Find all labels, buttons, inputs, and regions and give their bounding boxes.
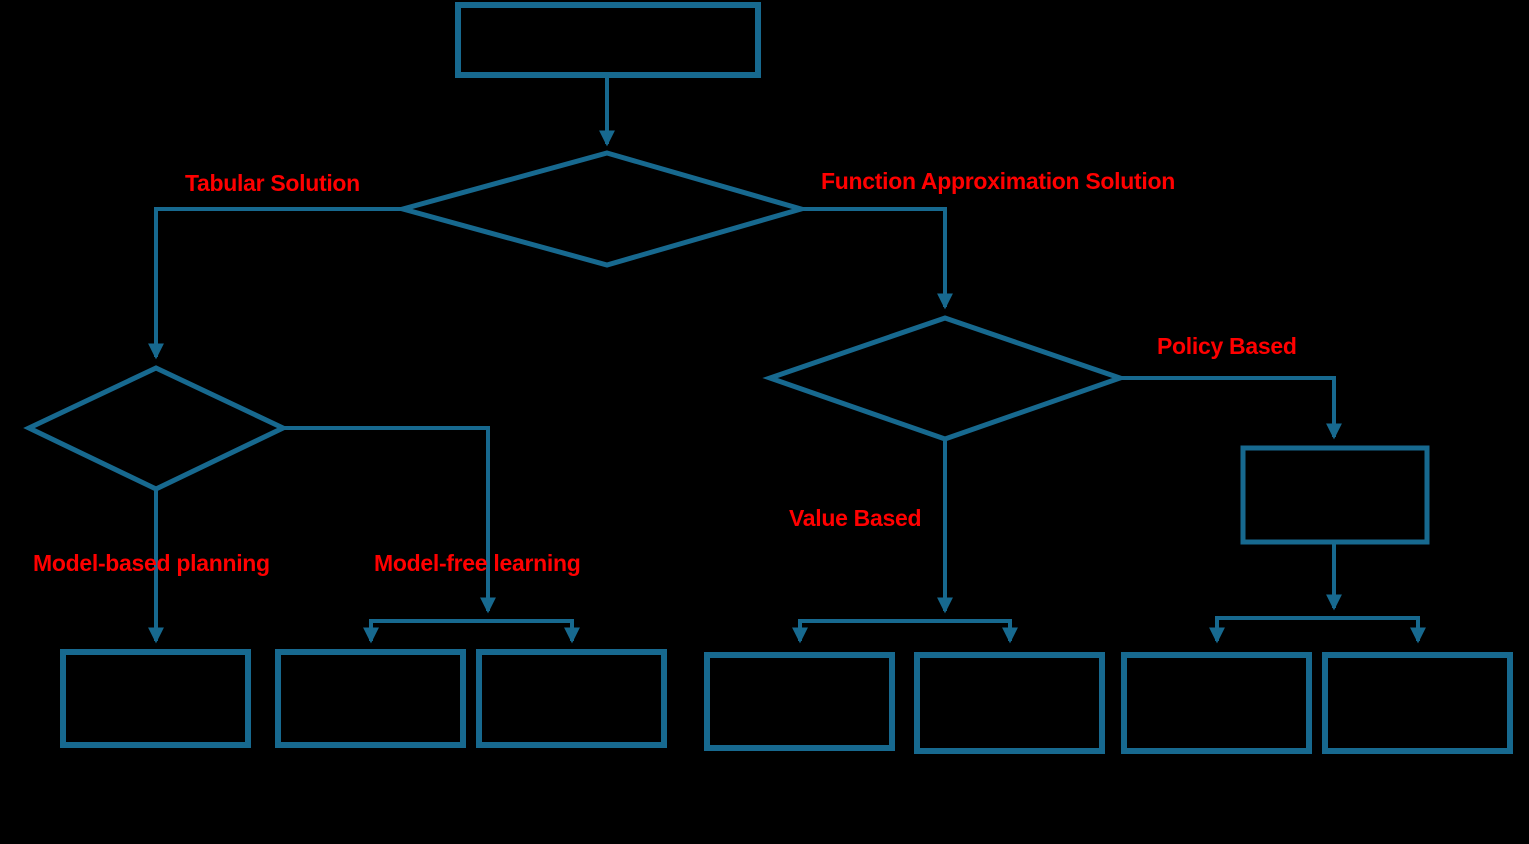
leaf-box-5 bbox=[914, 652, 1105, 754]
leaf-box-1 bbox=[60, 649, 251, 748]
connector-split-to-leaf2 bbox=[363, 619, 488, 644]
label-policy-based: Policy Based bbox=[1157, 333, 1297, 359]
approx-decision-diamond bbox=[762, 315, 1128, 442]
label-model-free-learning: Model-free learning bbox=[374, 550, 581, 576]
connector-split-to-leaf5 bbox=[945, 619, 1018, 644]
connector-split-to-leaf6 bbox=[1209, 616, 1334, 644]
connector-split-to-leaf7 bbox=[1334, 616, 1426, 644]
main-decision-diamond bbox=[393, 150, 811, 268]
label-value-based: Value Based bbox=[789, 505, 922, 531]
leaf-box-6 bbox=[1121, 652, 1312, 754]
leaf-box-7 bbox=[1322, 652, 1513, 754]
label-function-approximation-solution: Function Approximation Solution bbox=[821, 168, 1175, 194]
connector-split-to-leaf4 bbox=[792, 619, 945, 644]
connector-main-to-tabular-decision bbox=[148, 207, 403, 360]
leaf-box-4 bbox=[704, 652, 895, 751]
connector-approx-to-policy-box bbox=[1120, 376, 1342, 440]
leaf-box-2 bbox=[275, 649, 466, 748]
connector-tabular-to-modelfree-split bbox=[283, 426, 496, 614]
policy-box bbox=[1240, 445, 1430, 545]
connector-split-to-leaf3 bbox=[488, 619, 580, 644]
start-box bbox=[455, 2, 761, 78]
tabular-decision-diamond bbox=[23, 365, 289, 492]
connector-main-to-approx-decision bbox=[801, 207, 953, 310]
label-tabular-solution: Tabular Solution bbox=[185, 170, 360, 196]
leaf-box-3 bbox=[476, 649, 667, 748]
label-model-based-planning: Model-based planning bbox=[33, 550, 270, 576]
